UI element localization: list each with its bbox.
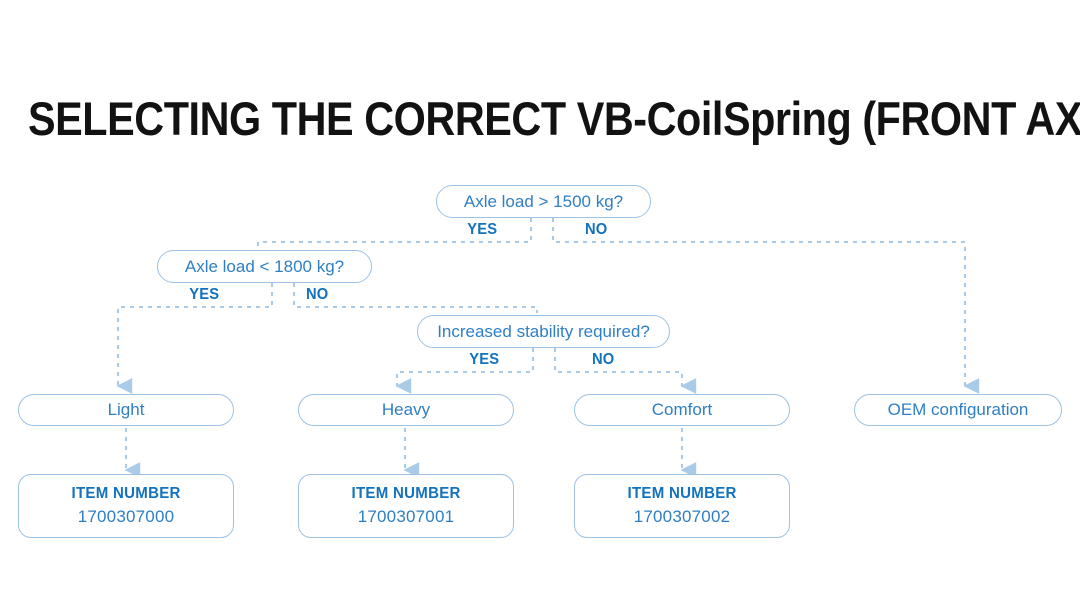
decision-node-axle-load-1800[interactable]: Axle load < 1800 kg? xyxy=(157,250,372,283)
item-number-box-light[interactable]: ITEM NUMBER 1700307000 xyxy=(18,474,234,538)
result-node-heavy[interactable]: Heavy xyxy=(298,394,514,426)
wire-d1-no-to-oem xyxy=(551,218,980,394)
decision-node-increased-stability[interactable]: Increased stability required? xyxy=(417,315,670,348)
branch-label-d2-yes: YES xyxy=(189,286,220,303)
item-number-heading: ITEM NUMBER xyxy=(351,485,461,502)
result-label: Comfort xyxy=(651,400,713,419)
item-number-heading: ITEM NUMBER xyxy=(627,485,737,502)
item-number-value: 1700307001 xyxy=(357,507,455,526)
branch-label-d1-yes: YES xyxy=(467,221,498,238)
branch-label-d2-no: NO xyxy=(305,286,329,303)
result-node-comfort[interactable]: Comfort xyxy=(574,394,790,426)
item-number-heading: ITEM NUMBER xyxy=(71,485,181,502)
item-number-box-comfort[interactable]: ITEM NUMBER 1700307002 xyxy=(574,474,790,538)
decision-label: Axle load > 1500 kg? xyxy=(463,191,624,211)
result-label: Light xyxy=(107,400,145,419)
result-node-light[interactable]: Light xyxy=(18,394,234,426)
branch-label-d3-yes: YES xyxy=(469,351,500,368)
branch-label-d1-no: NO xyxy=(584,221,608,238)
result-label: Heavy xyxy=(381,400,431,419)
result-label: OEM configuration xyxy=(887,400,1029,419)
item-number-box-heavy[interactable]: ITEM NUMBER 1700307001 xyxy=(298,474,514,538)
wire-d3-no-to-comfort xyxy=(553,348,697,394)
decision-node-axle-load-1500[interactable]: Axle load > 1500 kg? xyxy=(436,185,651,218)
item-number-value: 1700307002 xyxy=(633,507,731,526)
item-number-value: 1700307000 xyxy=(77,507,175,526)
wire-d3-yes-to-heavy xyxy=(395,348,535,394)
result-node-oem-configuration[interactable]: OEM configuration xyxy=(854,394,1062,426)
decision-label: Axle load < 1800 kg? xyxy=(184,256,345,276)
branch-label-d3-no: NO xyxy=(591,351,615,368)
decision-label: Increased stability required? xyxy=(437,321,650,341)
page-title: SELECTING THE CORRECT VB-CoilSpring (FRO… xyxy=(28,92,1080,146)
wire-d2-no-to-d3 xyxy=(292,283,539,313)
